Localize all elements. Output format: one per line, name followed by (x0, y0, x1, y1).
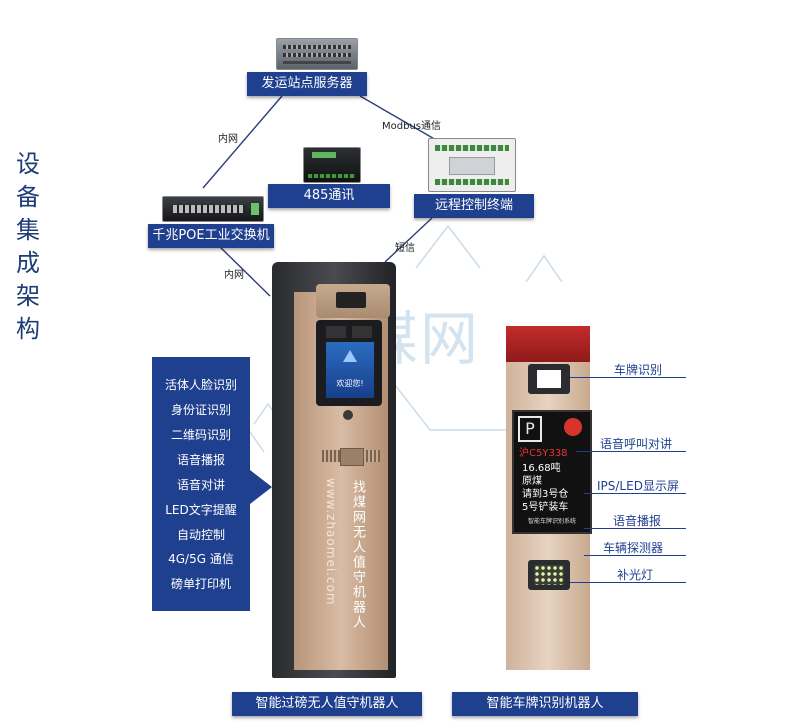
side-title-char: 设 (16, 150, 40, 178)
callout-display-screen: IPS/LED显示屏 (597, 479, 679, 493)
fill-light (528, 560, 570, 590)
side-title-char: 备 (16, 183, 40, 211)
rs485-label: 485通讯 (268, 184, 390, 208)
side-title: 设 备 集 成 架 构 (14, 148, 42, 346)
intercom-button (564, 418, 582, 436)
line-switch-kiosk (217, 244, 271, 297)
line-remote-kiosk (384, 217, 433, 263)
feature-item: 4G/5G 通信 (168, 552, 234, 566)
remote-terminal-image (428, 138, 516, 192)
line-server-switch (202, 95, 283, 189)
callout-line (570, 582, 686, 583)
feature-item: 自动控制 (176, 528, 225, 542)
callout-voice-intercom: 语音呼叫对讲 (600, 437, 673, 451)
kiosk-screen: 欢迎您! (326, 342, 374, 398)
switch-image (162, 196, 264, 222)
feature-item: LED文字提醒 (165, 503, 237, 517)
feature-item: 活体人脸识别 (164, 378, 237, 392)
lpr-plate-text: 沪C5Y338 (519, 448, 568, 459)
server-label: 发运站点服务器 (247, 72, 367, 96)
kiosk-vertical-name: 找煤网无人值守机器人 (350, 480, 365, 630)
callout-fill-light: 补光灯 (617, 568, 654, 582)
switch-label: 千兆POE工业交换机 (148, 224, 274, 248)
callout-line (584, 555, 686, 556)
rs485-device-image (303, 147, 361, 183)
server-image (276, 38, 358, 70)
lpr-loader-text: 5号铲装车 (522, 502, 569, 513)
lpr-weight-text: 16.68吨 (522, 463, 561, 474)
feature-item: 身份证识别 (170, 403, 231, 417)
kiosk-label: 智能过磅无人值守机器人 (232, 692, 422, 716)
remote-terminal-label: 远程控制终端 (414, 194, 534, 218)
side-title-char: 集 (16, 216, 40, 244)
edge-label-sms: 短信 (395, 243, 415, 254)
feature-item: 二维码识别 (170, 428, 231, 442)
feature-item: 语音播报 (176, 453, 225, 467)
kiosk-screen-text: 欢迎您! (336, 379, 364, 388)
callout-line (570, 377, 686, 378)
callout-line (584, 493, 686, 494)
lpr-label: 智能车牌识别机器人 (452, 692, 638, 716)
callout-voice-broadcast: 语音播报 (613, 514, 662, 528)
lpr-display: P 沪C5Y338 16.68吨 原煤 请到3号仓 5号铲装车 智能车牌识别系统 (512, 410, 592, 534)
feature-item: 磅单打印机 (170, 577, 231, 591)
feature-item: 语音对讲 (176, 478, 225, 492)
callout-plate-recognition: 车牌识别 (614, 363, 663, 377)
side-title-char: 成 (16, 249, 40, 277)
feature-list-panel: 活体人脸识别 身份证识别 二维码识别 语音播报 语音对讲 LED文字提醒 自动控… (152, 357, 250, 611)
feature-pointer-arrow (250, 470, 272, 504)
callout-line (584, 528, 686, 529)
plate-camera (528, 364, 570, 394)
lpr-warehouse-text: 请到3号仓 (522, 489, 569, 500)
kiosk-robot: 欢迎您! 找煤网无人值守机器人 www.zhaomei.com (272, 262, 398, 680)
lpr-cargo-text: 原煤 (522, 476, 542, 487)
edge-label-lan-bottom: 内网 (224, 270, 244, 281)
edge-label-lan-top: 内网 (218, 134, 238, 145)
kiosk-vertical-url: www.zhaomei.com (324, 478, 338, 606)
side-title-char: 构 (16, 315, 40, 343)
callout-line (576, 451, 686, 452)
edge-label-modbus: Modbus通信 (382, 121, 441, 132)
callout-vehicle-detector: 车辆探测器 (603, 541, 664, 555)
lpr-robot: P 沪C5Y338 16.68吨 原煤 请到3号仓 5号铲装车 智能车牌识别系统 (506, 326, 592, 670)
side-title-char: 架 (16, 282, 40, 310)
lpr-footer-text: 智能车牌识别系统 (527, 518, 576, 525)
